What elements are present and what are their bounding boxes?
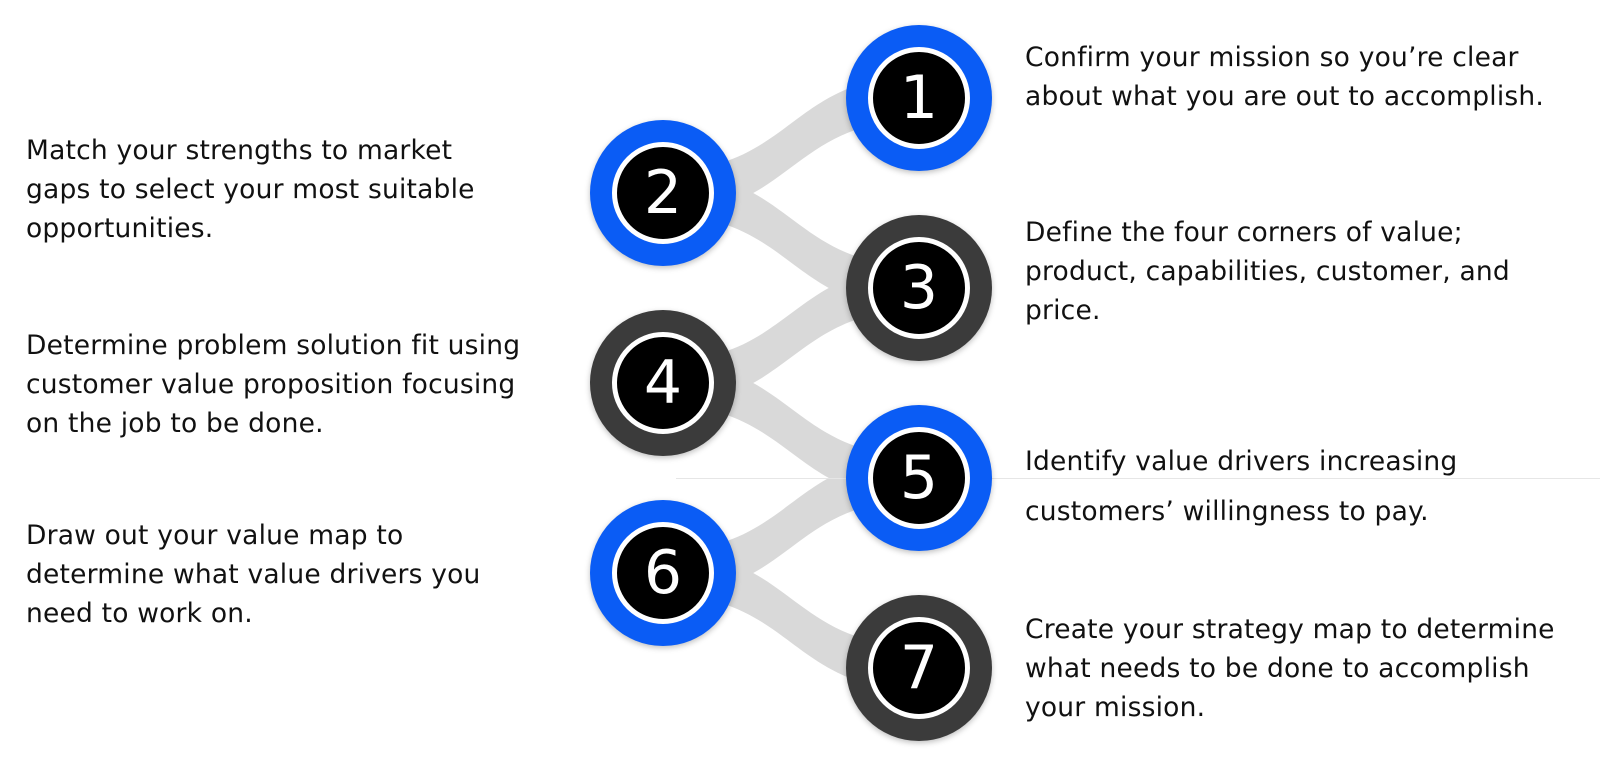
step-3-badge: 3 — [846, 215, 992, 361]
step-5-badge: 5 — [846, 405, 992, 551]
step-2-description: Match your strengths to market gaps to s… — [26, 135, 475, 244]
step-2-badge: 2 — [590, 120, 736, 266]
step-6-badge: 6 — [590, 500, 736, 646]
step-6-number: 6 — [612, 522, 714, 624]
step-6-description: Draw out your value map to determine wha… — [26, 520, 481, 629]
step-1-badge: 1 — [846, 25, 992, 171]
step-4-number: 4 — [612, 332, 714, 434]
step-7-number: 7 — [868, 617, 970, 719]
step-3-description: Define the four corners of value; produc… — [1025, 217, 1510, 326]
step-2-number: 2 — [612, 142, 714, 244]
step-1-description: Confirm your mission so you’re clear abo… — [1025, 42, 1545, 112]
step-7-badge: 7 — [846, 595, 992, 741]
step-5-number: 5 — [868, 427, 970, 529]
step-4-badge: 4 — [590, 310, 736, 456]
step-4-description: Determine problem solution fit using cus… — [26, 330, 521, 439]
step-3-number: 3 — [868, 237, 970, 339]
step-5-description: Identify value drivers increasing custom… — [1025, 446, 1458, 527]
divider-line — [676, 478, 1600, 479]
step-7-description: Create your strategy map to determine wh… — [1025, 614, 1555, 723]
step-1-number: 1 — [868, 47, 970, 149]
